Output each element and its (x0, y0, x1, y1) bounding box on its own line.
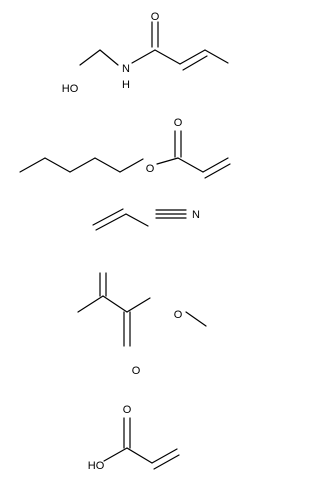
bond (103, 447, 128, 462)
bond (204, 163, 231, 179)
molecule-acrylonitrile: N (92, 208, 200, 231)
bond (151, 448, 178, 464)
molecule-n-hydroxymethyl-acrylamide: O N H HO (62, 11, 229, 95)
atom-o-carbonyl: O (151, 11, 160, 23)
bond (19, 157, 46, 173)
atom-ho: HO (88, 460, 105, 472)
bond (95, 213, 127, 231)
atom-o-carbonyl: O (123, 404, 132, 416)
bond (126, 297, 151, 313)
atom-n-nitrile: N (192, 209, 200, 221)
structure-canvas: O N H HO O O N O (19, 11, 231, 472)
atom-o-carbonyl: O (132, 365, 141, 377)
bond (131, 49, 156, 64)
bond (204, 49, 229, 64)
atom-ho: HO (62, 83, 79, 95)
bond (77, 295, 104, 313)
molecule-butyl-acrylate: O O (19, 117, 231, 179)
atom-h-n: H (122, 79, 130, 91)
bond (202, 157, 229, 173)
bond (92, 208, 124, 226)
bond (177, 157, 204, 173)
molecule-acrylic-acid: O HO (88, 404, 180, 472)
bond (125, 213, 149, 227)
bond (102, 295, 128, 313)
bond (179, 49, 206, 65)
atom-n: N (122, 63, 130, 75)
bond (44, 157, 71, 173)
bond (185, 311, 207, 327)
atom-o-ester: O (174, 309, 183, 321)
bond (182, 55, 208, 71)
bond (154, 49, 181, 65)
bond (94, 157, 121, 173)
bond (79, 49, 101, 66)
bond (69, 157, 96, 173)
bond (126, 447, 153, 464)
bond (156, 157, 179, 165)
bond (119, 158, 144, 173)
bond (99, 49, 119, 66)
atom-o-ester: O (146, 163, 155, 175)
atom-o-carbonyl: O (174, 117, 183, 129)
bond (153, 454, 180, 470)
molecule-methyl-methacrylate: O O (77, 272, 207, 377)
